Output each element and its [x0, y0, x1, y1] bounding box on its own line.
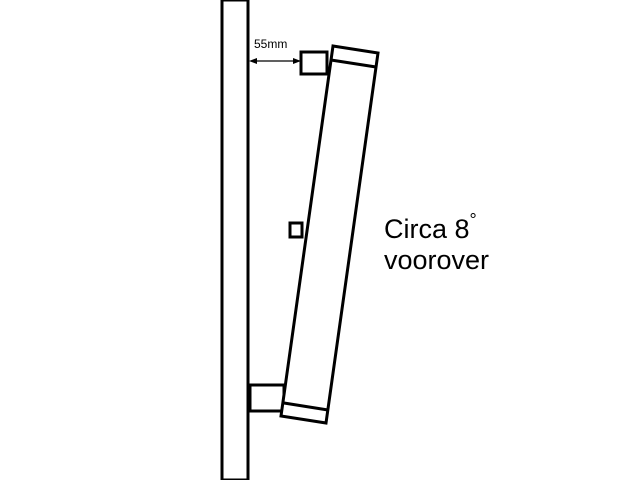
angle-label-line2: voorover: [384, 245, 489, 275]
panel-top-band: [330, 58, 377, 69]
tilted-panel: [279, 44, 380, 425]
middle-spacer: [288, 221, 304, 239]
panel-bottom-band: [283, 401, 329, 412]
dimension-label: 55mm: [254, 37, 287, 51]
degree-symbol: °: [470, 210, 477, 230]
angle-label-line1: Circa 8°: [384, 210, 477, 244]
angle-label-text: Circa 8: [384, 214, 470, 244]
dimension-arrow-right: [293, 58, 301, 64]
dimension-arrow-left: [249, 58, 257, 64]
wall: [220, 0, 250, 480]
top-bracket: [299, 50, 329, 76]
bottom-bracket: [248, 383, 286, 413]
